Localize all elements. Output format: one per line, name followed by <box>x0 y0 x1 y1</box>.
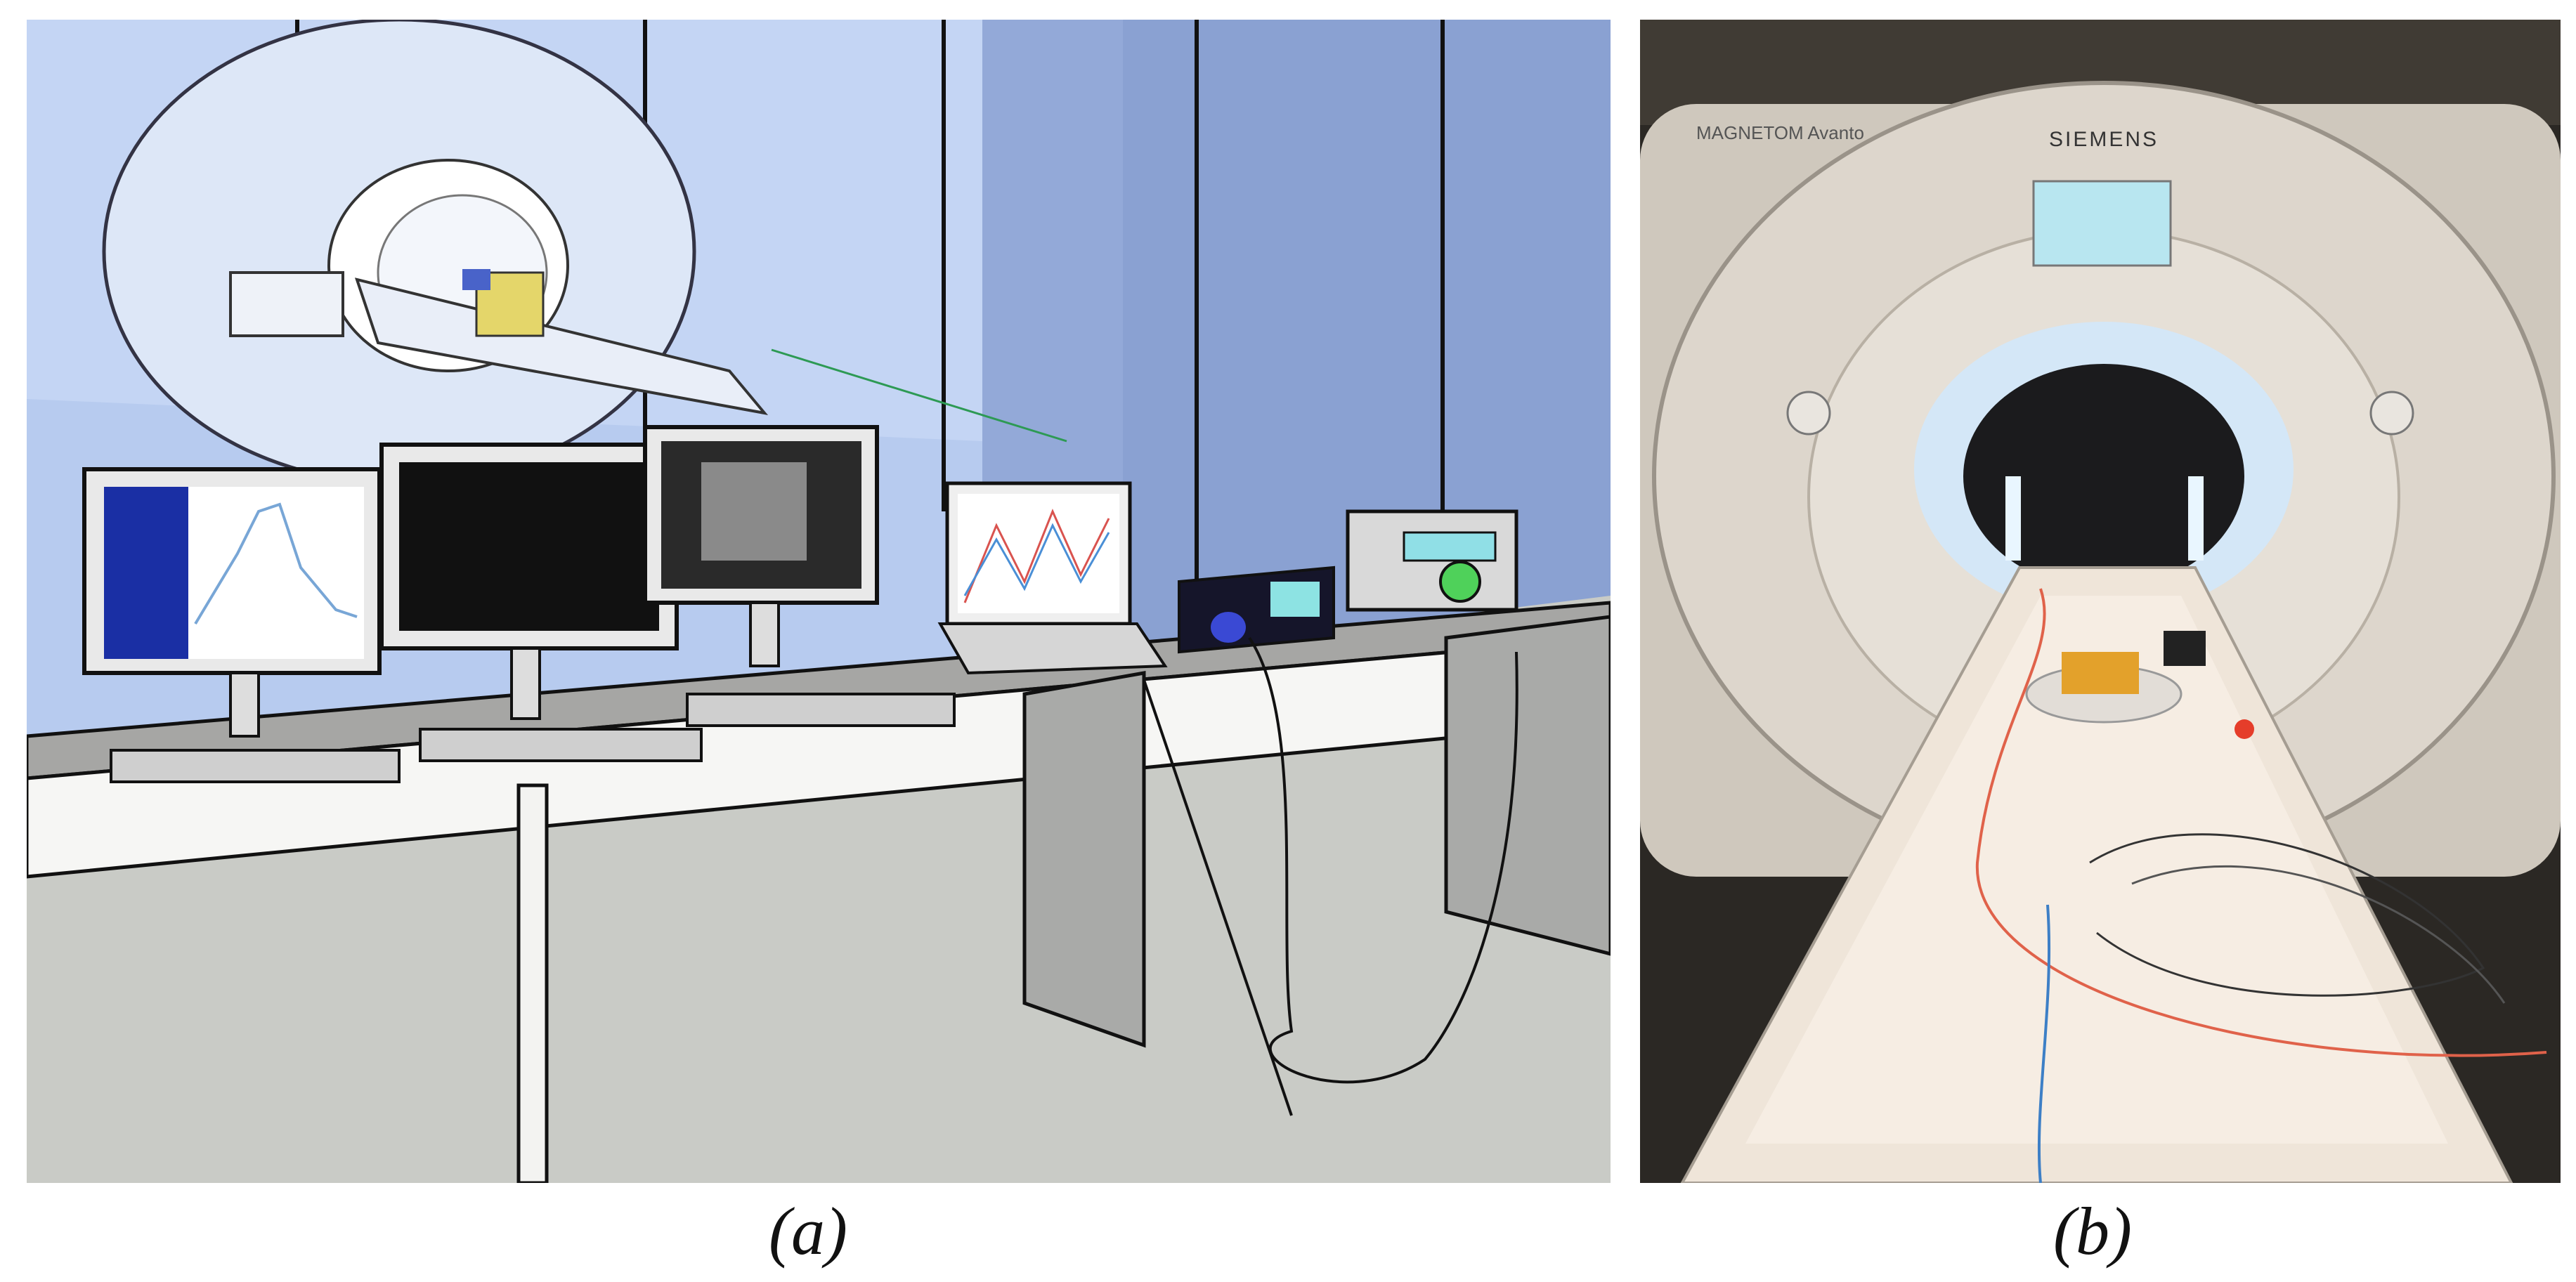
brand-label: SIEMENS <box>2049 128 2159 151</box>
monitor-2 <box>379 443 703 762</box>
model-label: MAGNETOM Avanto <box>1696 122 1864 143</box>
caption-a: (a) <box>769 1193 847 1269</box>
monitor-1 <box>82 467 401 783</box>
scanner-bore <box>1963 364 2244 589</box>
panel-b-photo: SIEMENS MAGNETOM Avanto <box>1640 20 2561 1183</box>
laptop <box>937 481 1168 675</box>
caption-b: (b) <box>2053 1193 2132 1269</box>
mri-scanner-photo: SIEMENS MAGNETOM Avanto <box>1640 20 2561 1183</box>
lab-setup-illustration <box>27 20 1611 1183</box>
monitor-3 <box>643 425 956 727</box>
device-box-light <box>1346 509 1518 612</box>
panel-a-rendering <box>27 20 1611 1183</box>
device-box-dark <box>1178 565 1335 654</box>
